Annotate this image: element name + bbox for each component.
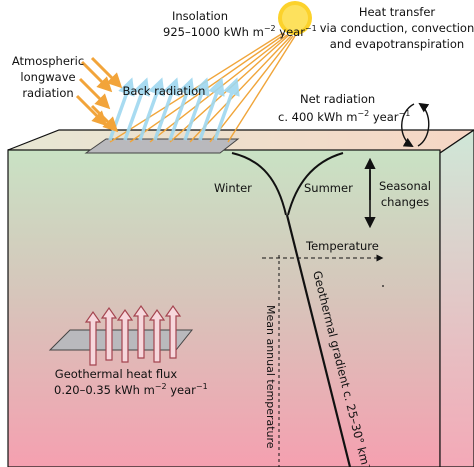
atmospheric-radiation-arrows xyxy=(75,56,123,133)
winter-label: Winter xyxy=(214,181,252,195)
atmospheric-label-3: radiation xyxy=(22,86,73,100)
insolation-label: Insolation xyxy=(172,9,228,23)
sun-icon xyxy=(278,1,312,35)
heat-transfer-cycle-icon xyxy=(401,102,430,147)
atmospheric-label-1: Atmospheric xyxy=(12,54,84,68)
back-radiation-label: Back radiation xyxy=(123,84,206,98)
geothermal-heat-flux-value: 0.20–0.35 kWh m−2 year−1 xyxy=(54,382,208,397)
heat-transfer-mechanisms-2: and evapotranspiration xyxy=(330,37,464,51)
mean-annual-temperature-label: Mean annual temperature xyxy=(264,305,277,449)
surface-plate xyxy=(84,138,240,154)
temperature-profiles xyxy=(231,152,352,467)
heat-transfer-label: Heat transfer xyxy=(359,5,436,19)
dot-marker xyxy=(382,285,384,287)
seasonal-changes-label-2: changes xyxy=(381,195,429,209)
insolation-value: 925–1000 kWh m−2 year−1 xyxy=(163,24,317,39)
atmospheric-label-2: longwave xyxy=(20,70,75,84)
seasonal-changes-label-1: Seasonal xyxy=(379,179,431,193)
summer-curve xyxy=(287,152,344,216)
winter-curve xyxy=(231,152,287,216)
summer-label: Summer xyxy=(304,181,353,195)
net-radiation-label: Net radiation xyxy=(300,92,375,106)
geothermal-gradient-line xyxy=(285,214,352,467)
block-side-face xyxy=(439,129,474,467)
heat-transfer-mechanisms-1: via conduction, convection xyxy=(320,21,474,35)
temperature-label: Temperature xyxy=(305,239,379,253)
geothermal-flux-arrows xyxy=(84,304,182,366)
net-radiation-value: c. 400 kWh m−2 year−1 xyxy=(278,109,410,124)
block-front-face xyxy=(7,149,441,467)
geothermal-heat-flux-label: Geothermal heat flux xyxy=(55,367,178,381)
